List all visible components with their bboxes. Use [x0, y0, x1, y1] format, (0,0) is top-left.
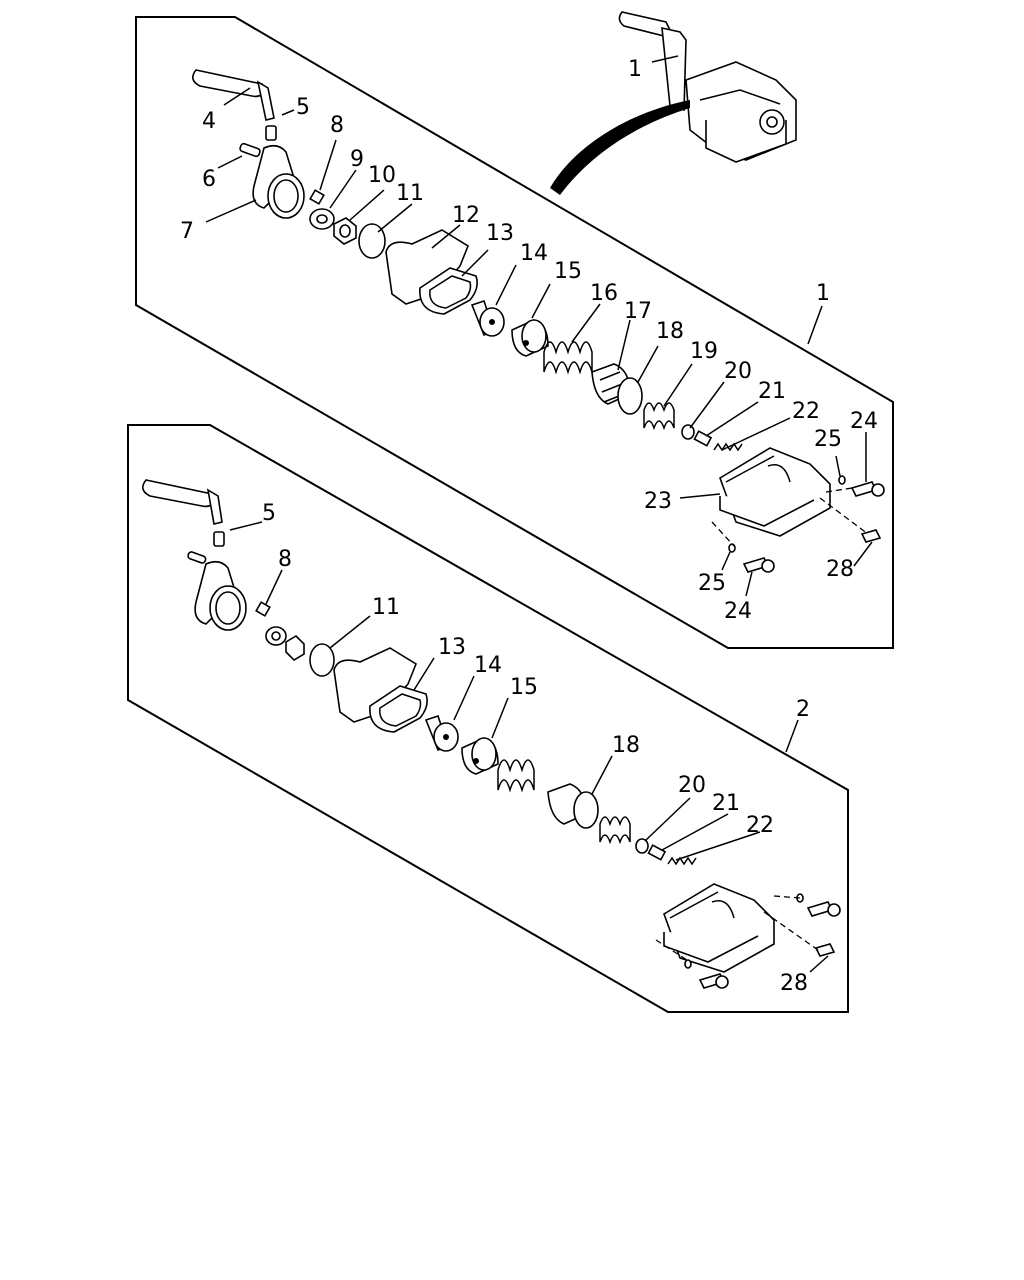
- callout-label: 14: [520, 241, 548, 266]
- callout-label: 5: [262, 501, 276, 526]
- callout-label: 21: [758, 379, 786, 404]
- callout-label: 8: [330, 113, 344, 138]
- small-washer: [681, 424, 695, 440]
- spring: [543, 341, 593, 375]
- callout-label: 14: [474, 653, 502, 678]
- assembled-valve-illustration: [618, 11, 797, 163]
- callout-label: 23: [644, 489, 672, 514]
- callout-label: 8: [278, 547, 292, 572]
- lever-handle: [192, 69, 267, 98]
- callout-label: 21: [712, 791, 740, 816]
- callout-label: 22: [746, 813, 774, 838]
- callout-label: 7: [180, 219, 194, 244]
- callout-label: 12: [452, 203, 480, 228]
- callout-label: 4: [202, 109, 216, 134]
- plug: [693, 430, 713, 447]
- callout-label: 18: [656, 319, 684, 344]
- inner-spring: [643, 402, 675, 431]
- callout-label: 17: [624, 299, 652, 324]
- callout-label: 25: [814, 427, 842, 452]
- callout-label: 15: [554, 259, 582, 284]
- assembly-1-panel-outline: [135, 16, 894, 649]
- callout-label: 9: [350, 147, 364, 172]
- callout-label: 18: [612, 733, 640, 758]
- assembly-1-parts: [192, 69, 885, 573]
- callout-label: 13: [438, 635, 466, 660]
- callout-label: 24: [724, 599, 752, 624]
- callout-label: 22: [792, 399, 820, 424]
- key: [309, 189, 325, 205]
- callout-label: 10: [368, 163, 396, 188]
- callout-label: 16: [590, 281, 618, 306]
- callout-label: 1: [628, 57, 642, 82]
- callout-label: 28: [780, 971, 808, 996]
- leader-lines: [205, 55, 873, 973]
- assembly-2-parts: [142, 479, 841, 989]
- callout-label: 24: [850, 409, 878, 434]
- valve-base: [719, 447, 831, 537]
- callout-label: 25: [698, 571, 726, 596]
- callout-label: 5: [296, 95, 310, 120]
- retaining-ring: [617, 377, 643, 415]
- pin: [239, 142, 261, 158]
- callout-label: 1: [816, 281, 830, 306]
- callout-label: 20: [724, 359, 752, 384]
- callout-label: 6: [202, 167, 216, 192]
- assembly-indicator-arrow: [550, 100, 690, 195]
- lever-rod: [256, 80, 275, 121]
- assembly-2-panel-outline: [127, 424, 849, 1013]
- callout-label: 15: [510, 675, 538, 700]
- callout-label: 19: [690, 339, 718, 364]
- callout-label: 13: [486, 221, 514, 246]
- grease-nipple: [265, 125, 277, 141]
- callout-label: 20: [678, 773, 706, 798]
- callout-label: 11: [396, 181, 424, 206]
- callout-labels: 1 4 5 6 7 8 9 10 11 12 13 14 15 16 17 18…: [180, 57, 878, 996]
- callout-label: 28: [826, 557, 854, 582]
- callout-label: 2: [796, 697, 810, 722]
- callout-label: 11: [372, 595, 400, 620]
